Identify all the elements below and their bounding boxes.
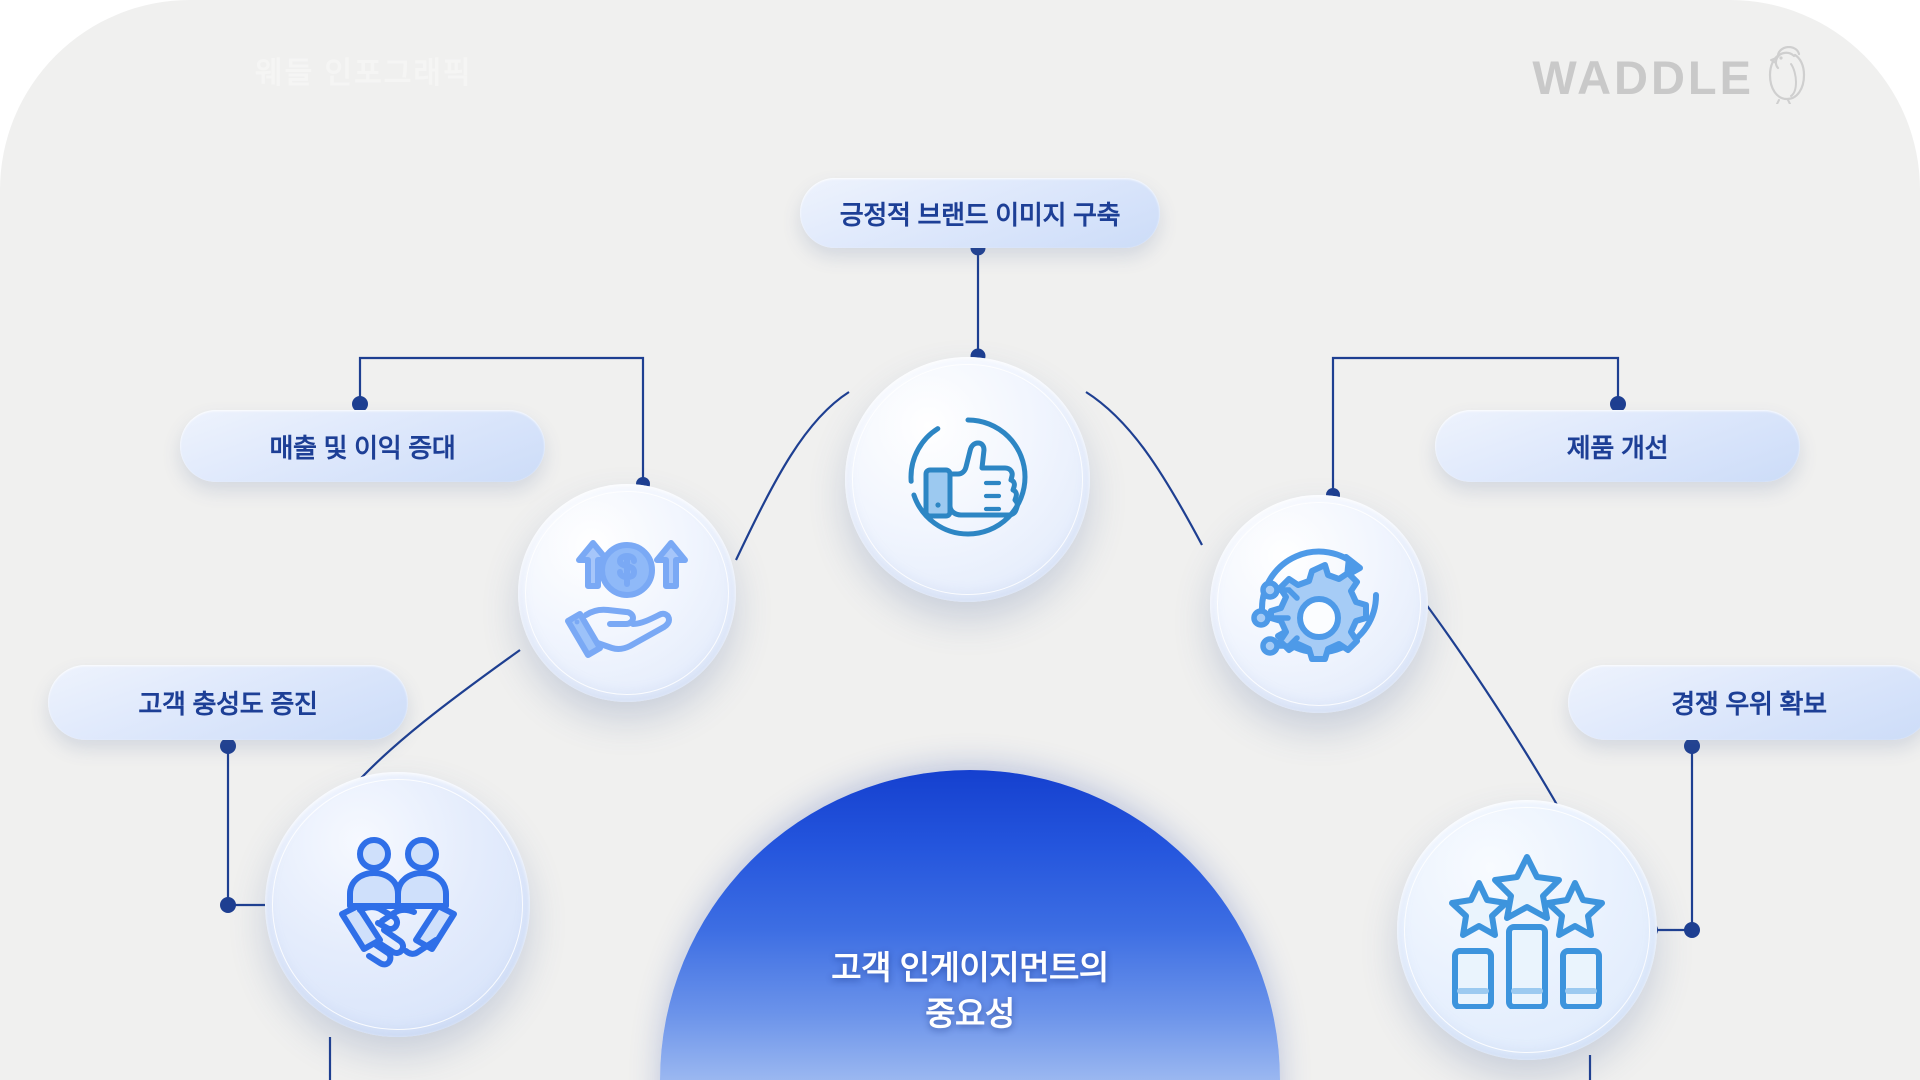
pill-product-improvement[interactable]: 제품 개선 [1435,410,1800,482]
pill-label: 고객 충성도 증진 [138,689,318,719]
thumbs-up-icon [893,402,1043,557]
penguin-bird-icon [1764,45,1810,109]
node-customer-loyalty[interactable] [265,772,530,1037]
pill-revenue-profit-growth[interactable]: 매출 및 이익 증대 [180,410,545,482]
pill-label: 긍정적 브랜드 이미지 구축 [839,199,1121,230]
pill-positive-brand-image[interactable]: 긍정적 브랜드 이미지 구축 [800,178,1160,248]
star-rating-bars-icon [1446,847,1608,1014]
node-revenue[interactable] [518,484,736,702]
hand-holding-money-icon [556,520,698,667]
center-title: 고객 인게이지먼트의 중요성 [831,949,1109,1032]
handshake-people-icon [314,818,482,991]
node-brand-image[interactable] [845,357,1090,602]
brand-name: WADDLE [1532,51,1754,104]
pill-label: 매출 및 이익 증대 [269,432,456,463]
watermark-text: 웨들 인포그래픽 [255,57,473,90]
pill-label: 경쟁 우위 확보 [1671,689,1827,719]
pill-label: 제품 개선 [1566,432,1669,463]
pill-customer-loyalty[interactable]: 고객 충성도 증진 [48,665,408,740]
node-product-improvement[interactable] [1210,495,1428,713]
center-dome: 고객 인게이지먼트의 중요성 [660,770,1280,1080]
brand-logo: WADDLE [1532,45,1810,109]
pill-competitive-advantage[interactable]: 경쟁 우위 확보 [1568,665,1920,740]
gear-cycle-icon [1246,529,1392,680]
node-competitive-advantage[interactable] [1397,800,1657,1060]
